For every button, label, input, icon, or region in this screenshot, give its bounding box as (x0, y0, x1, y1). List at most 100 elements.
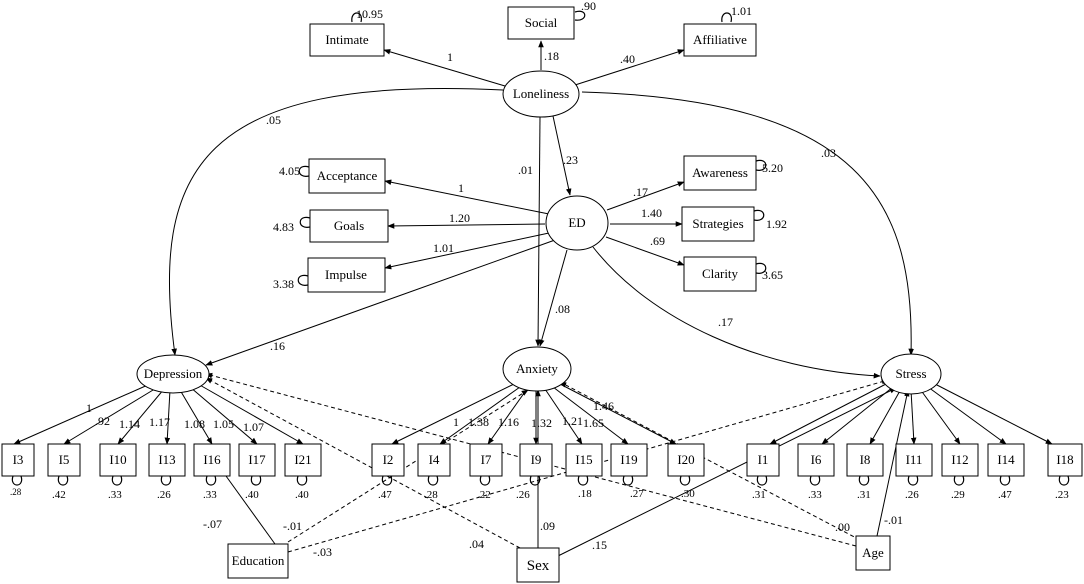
path-ed-goals: 1.20 (449, 211, 470, 225)
item-residual-loop (11, 475, 23, 486)
item-box (47, 443, 81, 477)
item-box (469, 443, 503, 477)
affiliative-residual-loop (721, 12, 732, 23)
loading-dep-i16: 1.08 (184, 417, 205, 431)
item-residual-value: .23 (1055, 489, 1069, 501)
item-residual-loop (160, 475, 172, 486)
age-label: Age (862, 545, 884, 560)
item-label: I16 (203, 452, 221, 467)
depression-loadings (13, 383, 304, 445)
item-residual-value: .47 (378, 489, 392, 501)
impulse-residual-value: 3.38 (273, 277, 294, 291)
item-residual-value: .40 (245, 489, 259, 501)
item-residual-loop (809, 475, 821, 486)
goals-box (309, 209, 389, 243)
path-lon-ed: .23 (563, 153, 578, 167)
edge-age-stress (876, 389, 910, 537)
edge-education-anxiety (287, 389, 529, 543)
loading-dep-i13: 1.17 (149, 415, 170, 429)
item-label: I15 (575, 452, 592, 467)
edge-ed-impulse (384, 232, 550, 270)
item-residual-loop (577, 475, 589, 486)
clarity-residual-value: 3.65 (762, 268, 783, 282)
item-residual-value: .27 (630, 488, 644, 500)
loneliness-label: Loneliness (513, 86, 569, 101)
item-residual-value: .29 (951, 489, 965, 501)
item-box (846, 443, 884, 477)
edge-ed-clarity (605, 236, 685, 266)
item-residual-loop (250, 475, 262, 486)
item-residual-value: .33 (203, 489, 217, 501)
item-label: I19 (620, 452, 637, 467)
anxiety-label: Anxiety (516, 361, 558, 376)
item-residual-value: .26 (905, 489, 919, 501)
path-sex-stress: .15 (592, 538, 607, 552)
path-ed-acceptance: 1 (458, 181, 464, 195)
item-residual-value: .26 (157, 489, 171, 501)
loneliness-ellipse (502, 70, 580, 118)
anxiety-loadings (391, 383, 677, 445)
path-lon-anxiety: .01 (518, 163, 533, 177)
item-residual-value: .18 (578, 488, 592, 500)
edge-loneliness-intimate (383, 49, 506, 87)
awareness-box (683, 155, 757, 191)
impulse-label: Impulse (325, 267, 367, 282)
acceptance-residual-value: 4.05 (279, 164, 300, 178)
item-label: I18 (1056, 452, 1073, 467)
covariates: Education Sex Age -.07 -.01 -.03 .04 .09… (203, 513, 903, 583)
education-label: Education (232, 553, 285, 568)
clarity-residual-loop (755, 262, 767, 274)
item-box (1, 443, 35, 477)
item-box (746, 443, 780, 477)
loading-anx-i19: 1.65 (583, 416, 604, 430)
ed-ellipse (545, 195, 609, 251)
edge-ed-awareness (606, 181, 685, 211)
social-residual-value: .90 (581, 0, 596, 13)
path-sex-anxiety: .09 (540, 519, 555, 533)
item-residual-value: .28 (10, 487, 22, 497)
item-box (610, 443, 648, 477)
affiliative-box (683, 23, 757, 57)
edge-loneliness-depression (168, 88, 504, 356)
item-box (284, 443, 322, 477)
edge-age-anxiety (559, 381, 861, 541)
sex-label: Sex (527, 558, 550, 574)
loading-dep-i17: 1.05 (213, 417, 234, 431)
ed-block: Acceptance 4.05 Goals 4.83 Impulse 3.38 … (270, 155, 787, 353)
item-label: I12 (951, 452, 968, 467)
item-residual-value: .47 (998, 489, 1012, 501)
item-residual-value: .33 (808, 489, 822, 501)
goals-label: Goals (334, 218, 364, 233)
item-residual-value: .30 (681, 488, 695, 500)
item-residual-loop (858, 475, 870, 486)
edge-loneliness-anxiety (535, 116, 541, 347)
item-residual-loop (479, 475, 491, 486)
item-residual-loop (1058, 475, 1070, 486)
item-label: I21 (294, 452, 311, 467)
item-box (565, 443, 603, 477)
loading-anx-i7: 1.16 (498, 415, 519, 429)
item-residual-loop (999, 475, 1011, 486)
path-sex-depression: .04 (469, 537, 484, 551)
item-label: I7 (481, 452, 492, 467)
path-lon-stress: .03 (821, 146, 836, 160)
edge-ed-acceptance (384, 179, 550, 215)
loading-anx-i4: 1.38 (468, 415, 489, 429)
item-box (238, 443, 276, 477)
loading-anx-i20: 1.46 (593, 399, 614, 413)
item-label: I2 (383, 452, 394, 467)
item-residual-value: .28 (424, 489, 438, 501)
path-lon-social: .18 (544, 49, 559, 63)
item-box (371, 443, 405, 477)
item-label: I11 (906, 452, 923, 467)
depression-label: Depression (144, 366, 203, 381)
item-label: I20 (677, 452, 694, 467)
loading-anx-i15: 1.21 (562, 414, 583, 428)
item-label: I17 (248, 452, 266, 467)
path-ed-depression: .16 (270, 339, 285, 353)
sex-box (516, 547, 560, 583)
social-label: Social (525, 15, 558, 30)
path-ed-stress: .17 (718, 315, 733, 329)
item-residual-loop (907, 475, 919, 486)
item-label: I4 (429, 452, 440, 467)
